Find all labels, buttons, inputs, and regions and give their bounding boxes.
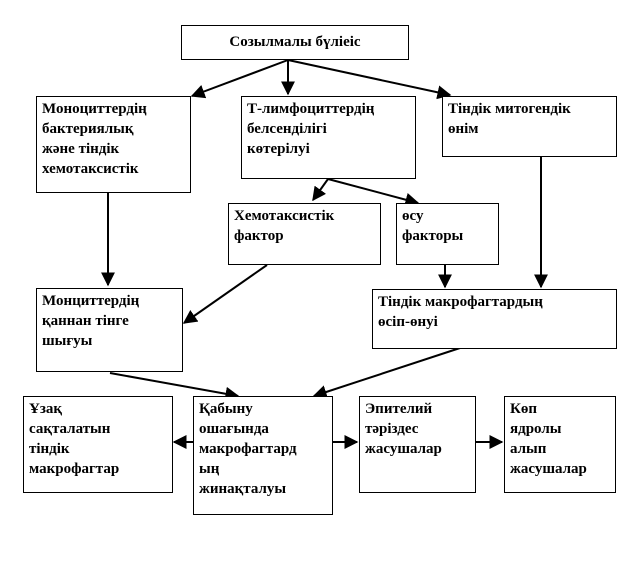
node-epithelioid-cells: Эпителий тәріздес жасушалар bbox=[359, 396, 476, 493]
arrow-macrophage-growth-to-accumulation bbox=[312, 347, 461, 399]
arrow-t-lymph-to-chemotactic-factor bbox=[312, 178, 329, 202]
node-long-lived-macrophages: Ұзақ сақталатын тіндік макрофагтар bbox=[23, 396, 173, 493]
node-monocyte-exit: Монциттердің қаннан тінге шығуы bbox=[36, 288, 183, 372]
node-macrophage-growth: Тіндік макрофагтардың өсіп-өнуі bbox=[372, 289, 617, 349]
arrow-t-lymph-to-growth-factors bbox=[327, 178, 420, 207]
node-multinuclear-giant-cells: Көп ядролы алып жасушалар bbox=[504, 396, 616, 493]
node-growth-factors: өсу факторы bbox=[396, 203, 499, 265]
node-monocyte-chemotaxis: Моноциттердің бактериялық және тіндік хе… bbox=[36, 96, 191, 193]
node-tissue-mitogen: Тіндік митогендік өнім bbox=[442, 96, 617, 157]
arrow-root-to-monocyte-chemotaxis bbox=[190, 59, 289, 99]
arrow-monocyte-exit-to-accumulation bbox=[109, 372, 240, 401]
node-t-lymphocyte-activity: Т-лимфоциттердің белсенділігі көтерілуі bbox=[241, 96, 416, 179]
arrow-chemotactic-factor-to-monocyte-exit bbox=[182, 264, 268, 324]
node-macrophage-accumulation: Қабыну ошағында макрофагтард ың жинақтал… bbox=[193, 396, 333, 515]
node-root: Созылмалы бүліеіс bbox=[181, 25, 409, 60]
node-chemotactic-factor: Хемотаксистік фактор bbox=[228, 203, 381, 265]
arrow-root-to-tissue-mitogen bbox=[287, 59, 452, 100]
